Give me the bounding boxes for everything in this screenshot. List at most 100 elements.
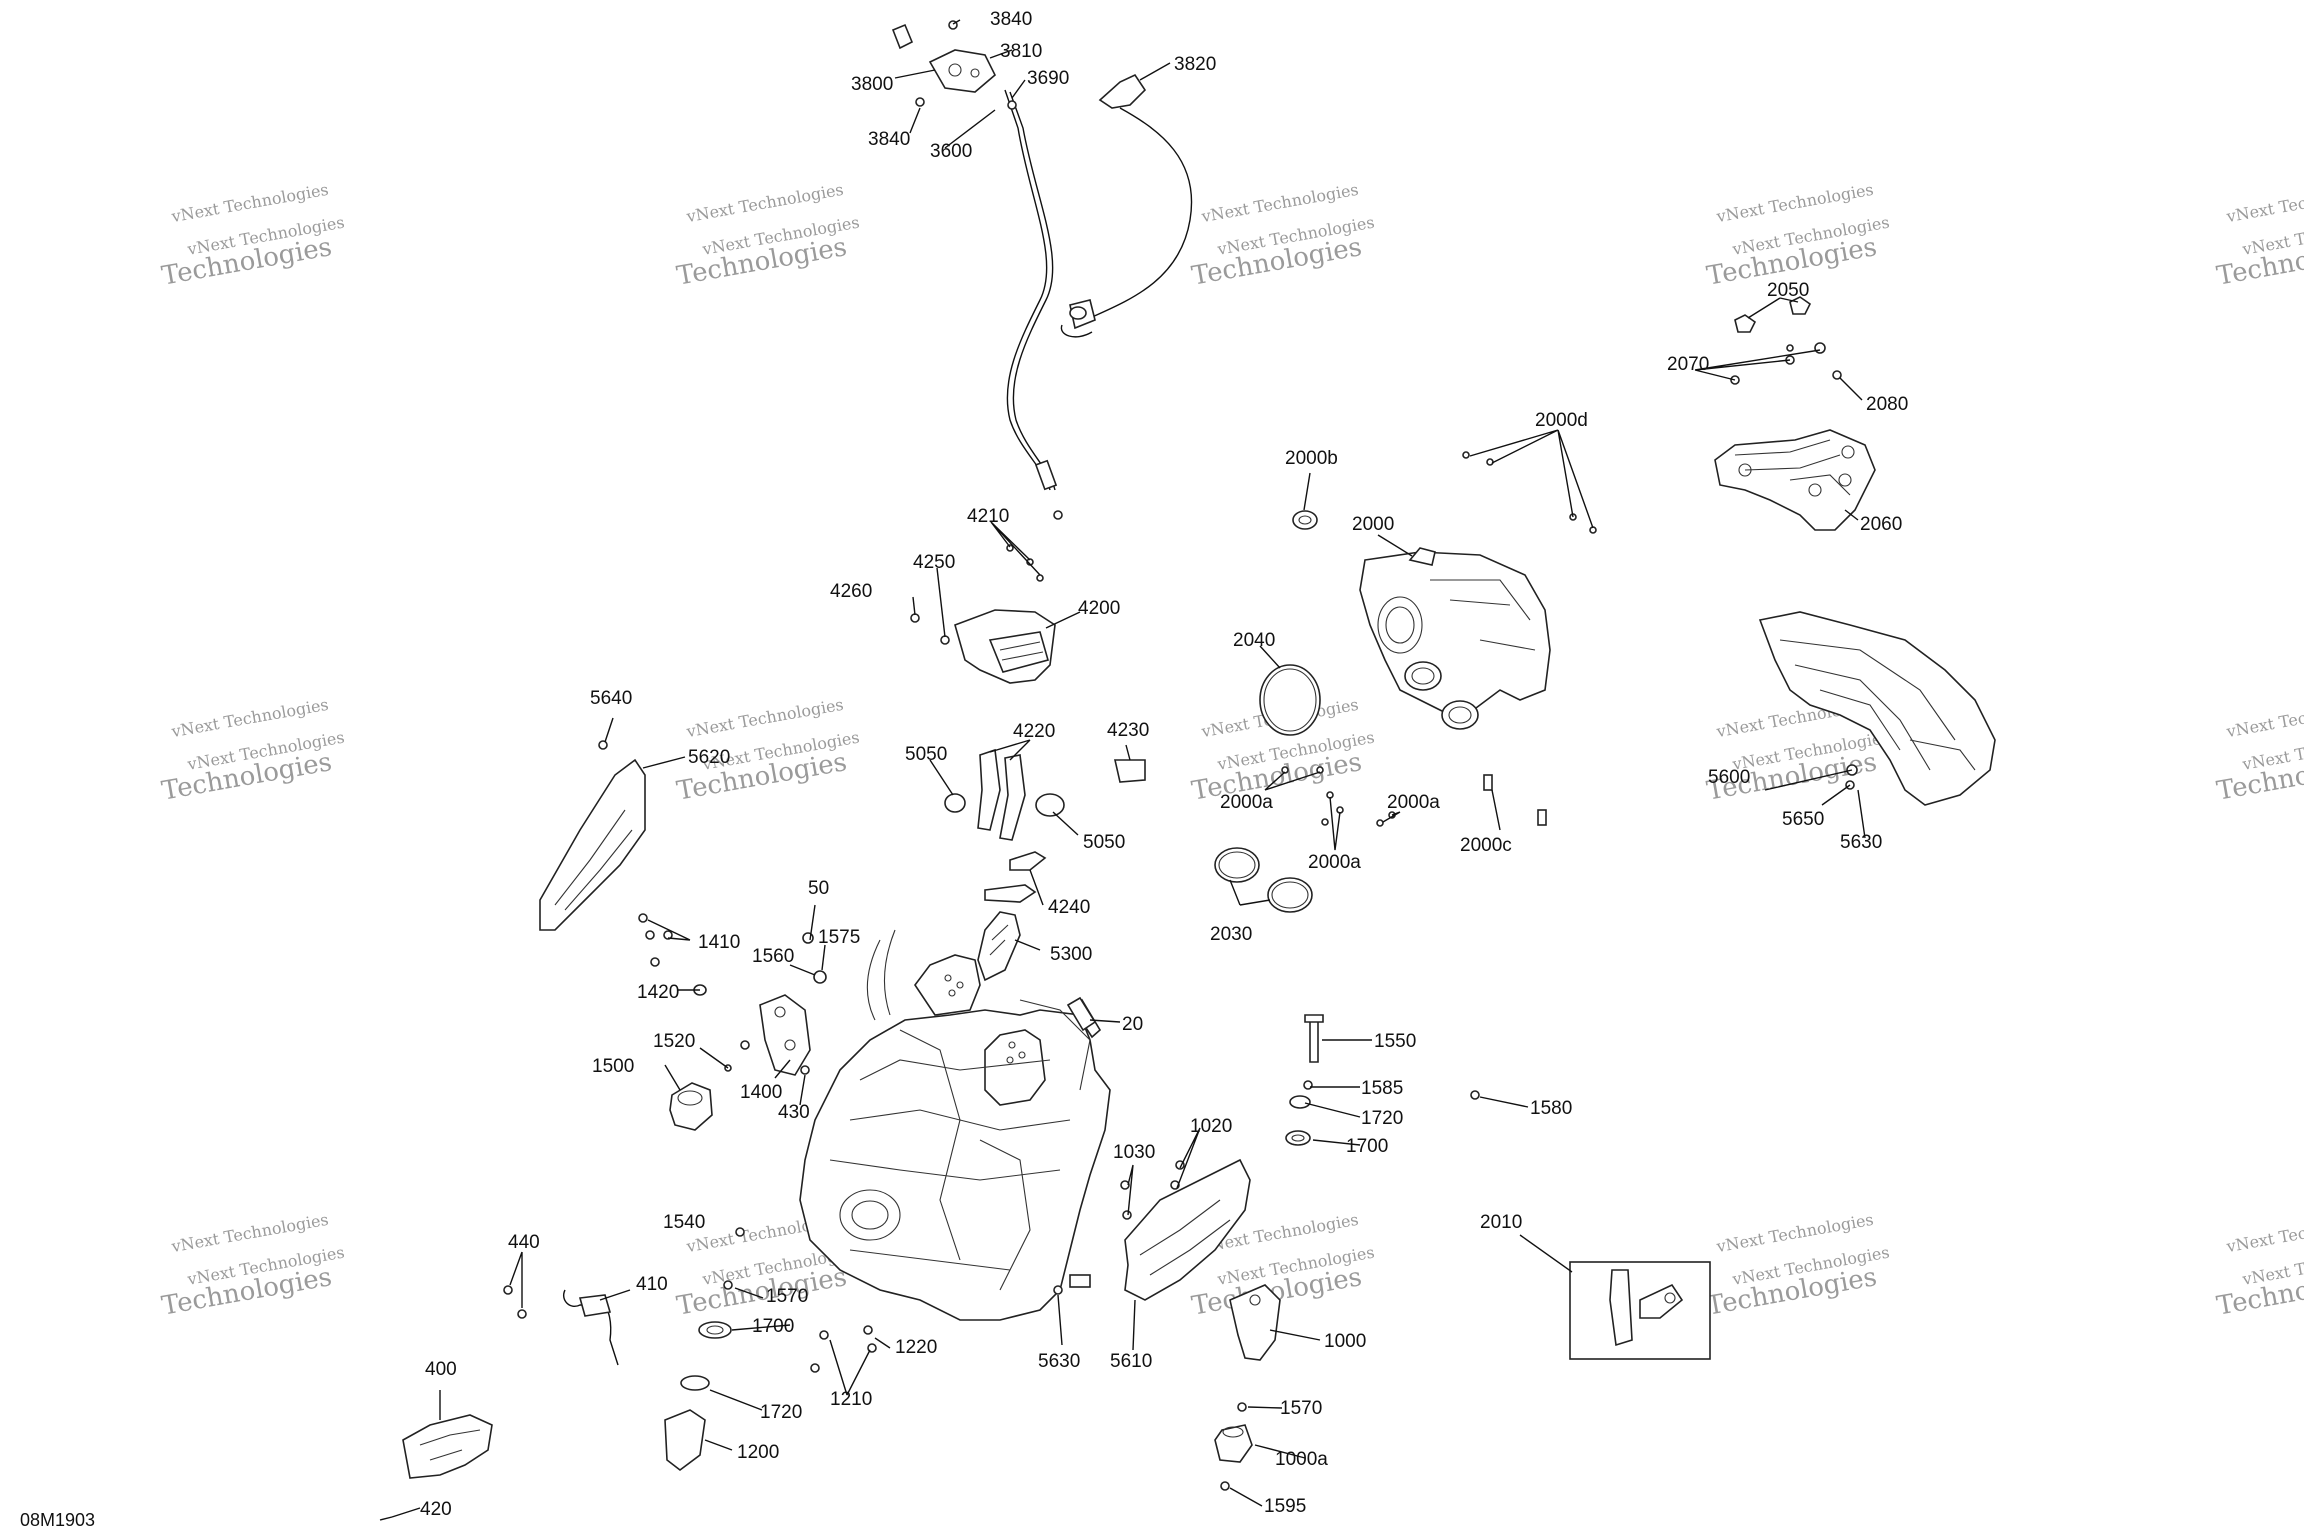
part-label-1020: 1020 bbox=[1190, 1116, 1232, 1137]
watermark-line-1: vNext Technologies bbox=[2224, 180, 2304, 226]
engine-block-drawing bbox=[799, 929, 1111, 1321]
part-label-1700: 1700 bbox=[1346, 1136, 1388, 1157]
part-label-3820: 3820 bbox=[1174, 54, 1216, 75]
part-label-5630: 5630 bbox=[1840, 832, 1882, 853]
watermark: vNext Technologies vNext Technologies Te… bbox=[159, 180, 345, 292]
harness-clips-drawing bbox=[944, 748, 1146, 903]
part-label-20: 20 bbox=[1122, 1014, 1143, 1035]
part-label-2030: 2030 bbox=[1210, 924, 1252, 945]
part-label-440: 440 bbox=[508, 1232, 540, 1253]
clamps-drawing bbox=[1214, 664, 1321, 913]
part-label-2080: 2080 bbox=[1866, 394, 1908, 415]
part-label-430: 430 bbox=[778, 1102, 810, 1123]
leader-lines bbox=[391, 19, 1866, 1518]
part-label-1520: 1520 bbox=[653, 1031, 695, 1052]
part-label-1550: 1550 bbox=[1374, 1031, 1416, 1052]
part-label-2040: 2040 bbox=[1233, 630, 1275, 651]
part-label-1595: 1595 bbox=[1264, 1496, 1306, 1517]
part-label-3690: 3690 bbox=[1027, 68, 1069, 89]
part-label-1400: 1400 bbox=[740, 1082, 782, 1103]
part-label-2060: 2060 bbox=[1860, 514, 1902, 535]
part-label-5300: 5300 bbox=[1050, 944, 1092, 965]
part-label-1200: 1200 bbox=[737, 1442, 779, 1463]
part-label-5620: 5620 bbox=[688, 747, 730, 768]
part-label-5050: 5050 bbox=[1083, 832, 1125, 853]
part-label-5050: 5050 bbox=[905, 744, 947, 765]
part-label-2070: 2070 bbox=[1667, 354, 1709, 375]
watermark: vNext Technologies vNext Technologies Te… bbox=[1704, 1210, 1890, 1322]
part-label-4230: 4230 bbox=[1107, 720, 1149, 741]
part-label-420: 420 bbox=[420, 1499, 452, 1520]
part-label-2010: 2010 bbox=[1480, 1212, 1522, 1233]
part-labels: 3840 3810 3800 3690 3840 3600 3820 2050 … bbox=[420, 9, 1908, 1520]
bracket-400-drawing bbox=[379, 1414, 493, 1521]
watermark: vNext Technologies vNext Technologies Te… bbox=[2214, 695, 2304, 807]
part-label-4200: 4200 bbox=[1078, 598, 1120, 619]
watermark: vNext Technologies vNext Technologies Te… bbox=[159, 1210, 345, 1322]
part-label-2000a: 2000a bbox=[1308, 852, 1361, 873]
part-label-2000: 2000 bbox=[1352, 514, 1394, 535]
watermark: vNext Technologies vNext Technologies Te… bbox=[674, 180, 860, 292]
drawing-code: 08M1903 bbox=[20, 1510, 95, 1530]
bracket-drawing bbox=[1714, 429, 1876, 531]
lower-mount-drawing bbox=[1214, 1284, 1281, 1491]
side-cover-drawing bbox=[539, 740, 646, 931]
part-label-1560: 1560 bbox=[752, 946, 794, 967]
inset-box-drawing bbox=[1569, 1261, 1711, 1360]
part-label-1540: 1540 bbox=[663, 1212, 705, 1233]
fasteners-right-drawing bbox=[1285, 1014, 1480, 1146]
part-label-3840: 3840 bbox=[990, 9, 1032, 30]
part-label-2050: 2050 bbox=[1767, 280, 1809, 301]
part-label-4220: 4220 bbox=[1013, 721, 1055, 742]
bottom-fasteners-drawing bbox=[664, 1227, 1063, 1472]
part-label-2000a: 2000a bbox=[1220, 792, 1273, 813]
part-label-1420: 1420 bbox=[637, 982, 679, 1003]
part-label-400: 400 bbox=[425, 1359, 457, 1380]
grommets-drawing bbox=[1730, 296, 1842, 385]
part-label-1000a: 1000a bbox=[1275, 1449, 1328, 1470]
part-label-3840: 3840 bbox=[868, 129, 910, 150]
part-label-5600: 5600 bbox=[1708, 767, 1750, 788]
part-label-1210: 1210 bbox=[830, 1389, 872, 1410]
part-label-1000: 1000 bbox=[1324, 1331, 1366, 1352]
part-label-1585: 1585 bbox=[1361, 1078, 1403, 1099]
part-label-4250: 4250 bbox=[913, 552, 955, 573]
watermark: vNext Technologies vNext Technologies Te… bbox=[2214, 180, 2304, 292]
watermark: vNext Technologies vNext Technologies Te… bbox=[1189, 180, 1375, 292]
part-label-3600: 3600 bbox=[930, 141, 972, 162]
part-label-5630: 5630 bbox=[1038, 1351, 1080, 1372]
watermark: vNext Technologies vNext Technologies Te… bbox=[1704, 180, 1890, 292]
part-label-1700: 1700 bbox=[752, 1316, 794, 1337]
part-label-1720: 1720 bbox=[760, 1402, 802, 1423]
part-label-1500: 1500 bbox=[592, 1056, 634, 1077]
airbox-drawing bbox=[1292, 510, 1551, 730]
part-label-1030: 1030 bbox=[1113, 1142, 1155, 1163]
part-label-2000d: 2000d bbox=[1535, 410, 1588, 431]
part-label-1580: 1580 bbox=[1530, 1098, 1572, 1119]
part-label-4240: 4240 bbox=[1048, 897, 1090, 918]
watermark: vNext Technologies vNext Technologies Te… bbox=[2214, 1210, 2304, 1322]
dowel-drawing bbox=[1066, 996, 1097, 1032]
part-drawings bbox=[379, 20, 1996, 1521]
watermark-line-1: vNext Technologies bbox=[2224, 695, 2304, 741]
watermark: vNext Technologies vNext Technologies Te… bbox=[159, 695, 345, 807]
part-label-4260: 4260 bbox=[830, 581, 872, 602]
part-label-1410: 1410 bbox=[698, 932, 740, 953]
part-label-2000b: 2000b bbox=[1285, 448, 1338, 469]
part-label-4210: 4210 bbox=[967, 506, 1009, 527]
part-label-5610: 5610 bbox=[1110, 1351, 1152, 1372]
sensor-wire-drawing bbox=[1060, 73, 1193, 338]
part-label-410: 410 bbox=[636, 1274, 668, 1295]
engine-mount-drawing bbox=[669, 994, 811, 1131]
part-label-3800: 3800 bbox=[851, 74, 893, 95]
watermark-line-1: vNext Technologies bbox=[2224, 1210, 2304, 1256]
part-label-1220: 1220 bbox=[895, 1337, 937, 1358]
part-label-1570: 1570 bbox=[766, 1286, 808, 1307]
part-label-1575: 1575 bbox=[818, 927, 860, 948]
ecu-module-drawing bbox=[910, 544, 1056, 684]
part-label-2000c: 2000c bbox=[1460, 835, 1512, 856]
part-label-1570: 1570 bbox=[1280, 1398, 1322, 1419]
part-label-5650: 5650 bbox=[1782, 809, 1824, 830]
throttle-housing-drawing bbox=[891, 20, 996, 107]
